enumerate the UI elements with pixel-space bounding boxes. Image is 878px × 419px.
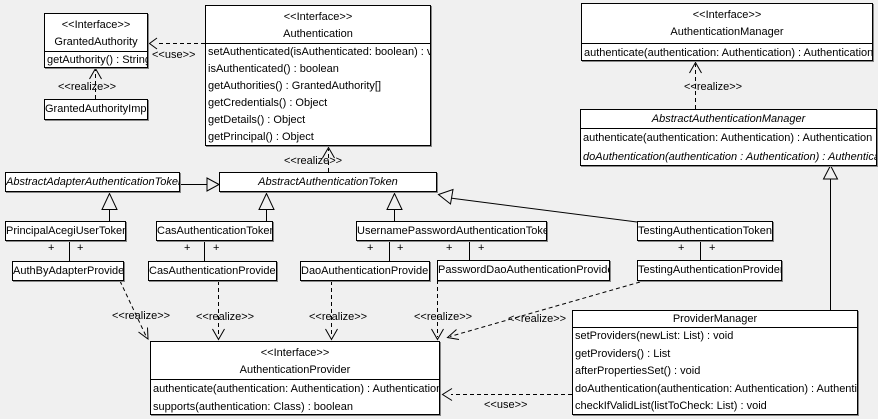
- multiplicity-label: +: [446, 242, 453, 254]
- stereotype-label: <<Interface>>: [283, 11, 353, 23]
- class-granted-authority: <<Interface>> GrantedAuthority getAuthor…: [44, 13, 148, 68]
- multiplicity-label: +: [478, 242, 485, 254]
- multiplicity-label: +: [367, 242, 374, 254]
- multiplicity-label: +: [77, 242, 84, 254]
- use-label: <<use>>: [484, 399, 528, 411]
- method-label: getAuthorities() : GrantedAuthority[]: [208, 80, 382, 92]
- stereotype-label: <<Interface>>: [260, 347, 330, 359]
- class-name: AbstractAuthenticationManager: [581, 110, 876, 129]
- class-name: CasAuthenticationProvider: [149, 265, 276, 277]
- realize-label: <<realize>>: [309, 311, 368, 323]
- open-arrowhead: [431, 328, 444, 341]
- use-label: <<use>>: [152, 49, 196, 61]
- realize-label: <<realize>>: [414, 311, 473, 323]
- realize-label: <<realize>>: [284, 155, 343, 167]
- hollow-triangle: [206, 177, 221, 192]
- class-name: CasAuthenticationToken: [157, 225, 272, 237]
- method-label: getDetails() : Object: [208, 114, 306, 126]
- class-name: AuthenticationManager: [670, 26, 784, 38]
- open-arrowhead: [212, 328, 225, 341]
- method-label: getCredentials() : Object: [208, 97, 328, 109]
- class-name: AuthByAdapterProvider: [13, 265, 123, 277]
- class-name: AbstractAuthenticationToken: [258, 176, 398, 188]
- open-arrowhead: [148, 37, 158, 50]
- open-arrowhead: [689, 61, 702, 74]
- class-name: TestingAuthenticationToken: [638, 225, 772, 237]
- class-username-password-authentication-token: UsernamePasswordAuthenticationToken: [356, 221, 547, 241]
- class-name: ProviderManager: [573, 311, 857, 328]
- class-provider-manager: ProviderManager setProviders(newList: Li…: [572, 310, 858, 415]
- class-name: TestingAuthenticationProvider: [638, 264, 781, 276]
- open-arrowhead: [325, 328, 338, 341]
- class-cas-authentication-provider: CasAuthenticationProvider: [148, 261, 277, 281]
- class-abstract-authentication-token: AbstractAuthenticationToken: [219, 172, 437, 192]
- multiplicity-label: +: [397, 242, 404, 254]
- method-label: isAuthenticated() : boolean: [208, 63, 339, 75]
- class-name: PrincipalAcegiUserToken: [6, 225, 125, 237]
- realize-edge-authbyadapterprovider: [119, 280, 147, 337]
- method-label: supports(authentication: Class) : boolea…: [153, 401, 353, 413]
- multiplicity-label: +: [48, 242, 55, 254]
- open-arrowhead: [89, 67, 102, 80]
- stereotype-label: <<Interface>>: [692, 9, 762, 21]
- realize-label: <<realize>>: [508, 313, 567, 325]
- realize-edge-testingauthenticationprovider: [449, 281, 641, 337]
- method-label: afterPropertiesSet() : void: [575, 365, 701, 378]
- class-testing-authentication-provider: TestingAuthenticationProvider: [637, 260, 782, 281]
- open-arrowhead: [322, 146, 335, 159]
- class-name: GrantedAuthority: [54, 36, 138, 48]
- hollow-triangle: [822, 164, 839, 180]
- hollow-triangle: [437, 188, 454, 205]
- class-name: GrantedAuthorityImpl: [45, 103, 147, 115]
- realize-label: <<realize>>: [58, 81, 117, 93]
- hollow-triangle: [101, 192, 118, 210]
- method-label: getPrincipal() : Object: [208, 131, 314, 143]
- class-name: AbstractAdapterAuthenticationToken: [6, 176, 179, 188]
- class-name: UsernamePasswordAuthenticationToken: [357, 225, 546, 237]
- method-label: setProviders(newList: List) : void: [575, 330, 734, 342]
- open-arrowhead: [138, 327, 149, 341]
- class-testing-authentication-token: TestingAuthenticationToken: [637, 221, 773, 241]
- class-password-dao-authentication-provider: PasswordDaoAuthenticationProvider: [437, 260, 610, 281]
- class-auth-by-adapter-provider: AuthByAdapterProvider: [12, 261, 124, 281]
- realize-label: <<realize>>: [196, 311, 255, 323]
- multiplicity-label: +: [678, 242, 685, 254]
- class-principal-acegi-user-token: PrincipalAcegiUserToken: [5, 221, 126, 241]
- class-dao-authentication-provider: DaoAuthenticationProvider: [300, 261, 430, 281]
- class-authentication-provider: <<Interface>> AuthenticationProvider aut…: [150, 341, 440, 415]
- class-granted-authority-impl: GrantedAuthorityImpl: [44, 99, 148, 120]
- class-name: DaoAuthenticationProvider: [301, 265, 429, 277]
- class-name: Authentication: [283, 28, 353, 40]
- method-label: authenticate(authentication: Authenticat…: [583, 132, 873, 144]
- multiplicity-label: +: [709, 242, 716, 254]
- class-abstract-authentication-manager: AbstractAuthenticationManager authentica…: [580, 109, 877, 166]
- class-authentication-manager: <<Interface>> AuthenticationManager auth…: [581, 3, 873, 61]
- method-label: setAuthenticated(isAuthenticated: boolea…: [208, 46, 430, 58]
- method-label: authenticate(authentication: Authenticat…: [153, 383, 439, 395]
- method-label: authenticate(authentication: Authenticat…: [584, 47, 872, 59]
- multiplicity-label: +: [184, 242, 191, 254]
- method-label: doAuthentication(authentication : Authen…: [583, 151, 876, 163]
- hollow-triangle: [258, 192, 275, 210]
- class-name: PasswordDaoAuthenticationProvider: [438, 264, 609, 276]
- multiplicity-label: +: [213, 242, 220, 254]
- open-arrowhead: [446, 329, 460, 340]
- class-authentication: <<Interface>> Authentication setAuthenti…: [205, 5, 431, 146]
- class-name: AuthenticationProvider: [239, 364, 351, 376]
- generalization-edge-testingauthenticationtoken: [449, 197, 638, 223]
- method-label: doAuthentication(authentication: Authent…: [575, 382, 857, 395]
- realize-label: <<realize>>: [112, 310, 171, 322]
- open-arrowhead: [441, 388, 453, 401]
- stereotype-label: <<Interface>>: [61, 19, 131, 31]
- method-label: getAuthority() : String: [47, 54, 147, 66]
- class-abstract-adapter-authentication-token: AbstractAdapterAuthenticationToken: [5, 172, 180, 192]
- method-label: checkIfValidList(listToCheck: List) : vo…: [575, 400, 767, 413]
- class-cas-authentication-token: CasAuthenticationToken: [156, 221, 273, 241]
- method-label: getProviders() : List: [575, 347, 671, 360]
- hollow-triangle: [386, 192, 403, 210]
- realize-label: <<realize>>: [684, 81, 743, 93]
